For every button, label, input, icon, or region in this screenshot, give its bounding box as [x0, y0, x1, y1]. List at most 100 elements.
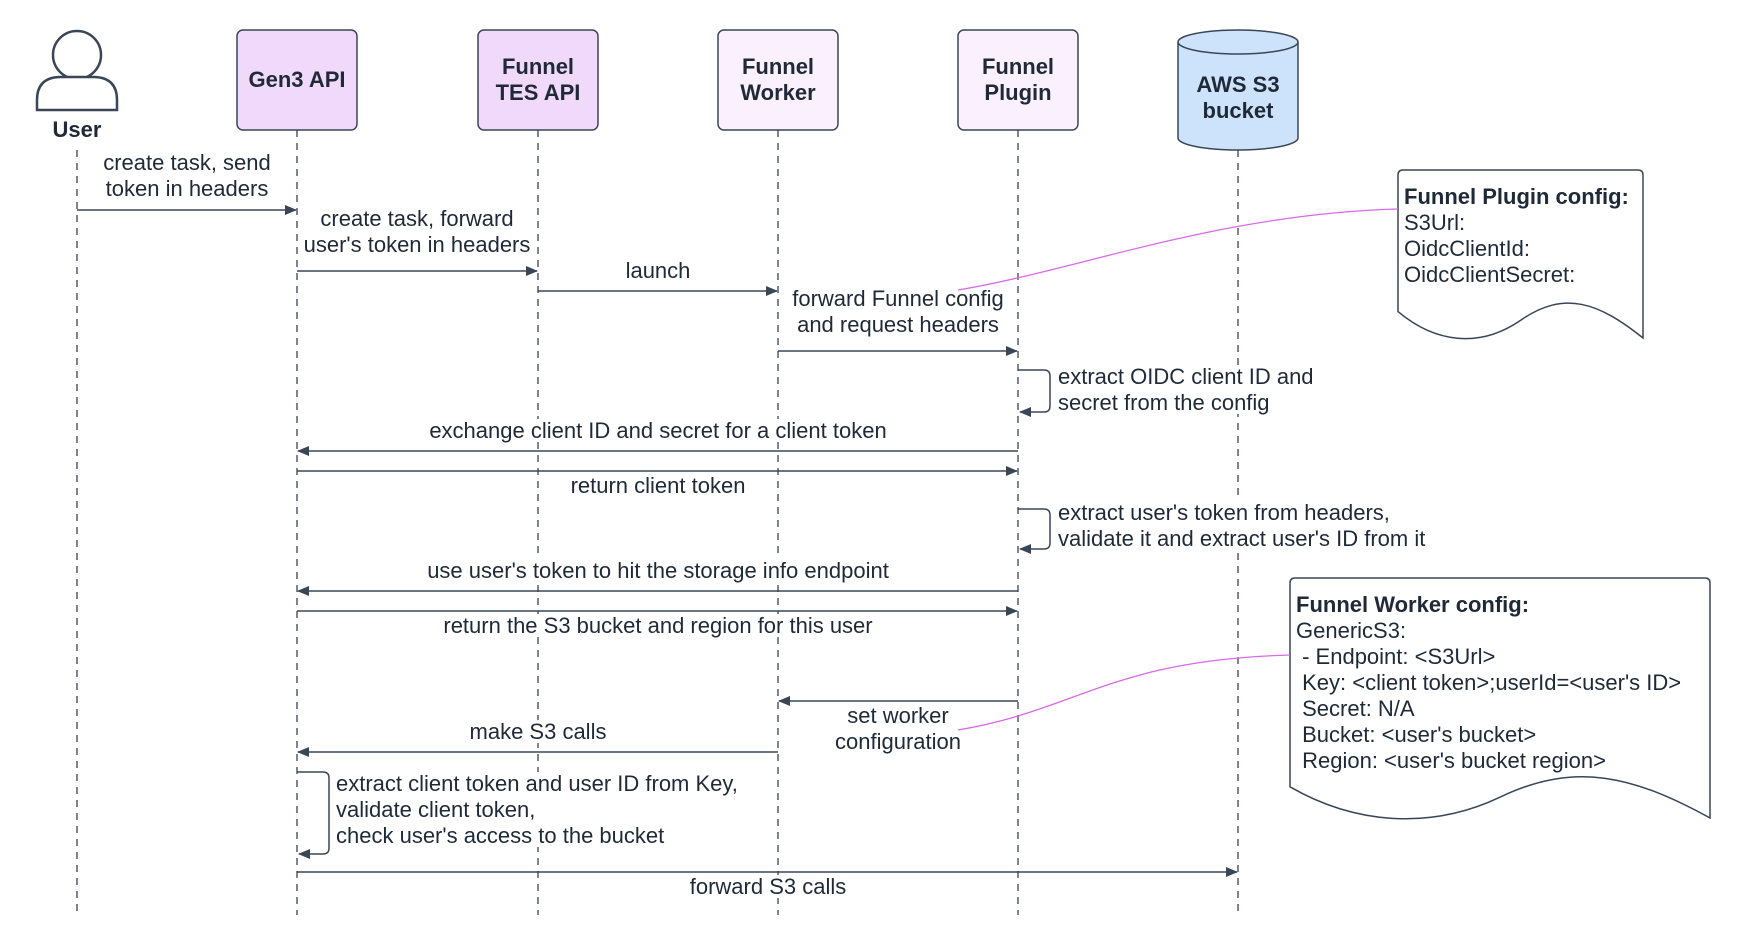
- message-label-line: and request headers: [797, 312, 999, 337]
- participant-user: User: [35, 29, 119, 142]
- note-shape: [1397, 169, 1644, 340]
- message-label: extract client token and user ID from Ke…: [336, 771, 738, 848]
- note-connector: [957, 208, 1399, 291]
- note-title-line: Funnel Worker config:: [1296, 592, 1529, 617]
- message-label: return client token: [571, 473, 746, 498]
- label-background: [467, 720, 609, 743]
- message: extract user's token from headers,valida…: [1018, 500, 1428, 554]
- self-message-arrow: [1018, 508, 1051, 554]
- participant-label-line: Plugin: [984, 80, 1051, 105]
- message-label: return the S3 bucket and region for this…: [443, 613, 872, 638]
- message-label-line: create task, send: [103, 150, 271, 175]
- participant-label-line: TES API: [496, 80, 581, 105]
- label-background: [334, 772, 740, 847]
- note-body-line: Region: <user's bucket region>: [1296, 748, 1606, 773]
- participant-label: Gen3 API: [249, 67, 346, 92]
- participant-label-line: Funnel: [502, 54, 574, 79]
- label-background: [441, 614, 875, 637]
- label-background: [301, 207, 533, 256]
- note-body-line: OidcClientSecret:: [1404, 262, 1575, 287]
- message-label-line: create task, forward: [320, 206, 513, 231]
- participant-gen3: Gen3 API: [236, 29, 358, 131]
- note-body: S3Url:OidcClientId:OidcClientSecret:: [1404, 210, 1575, 287]
- message-label-line: make S3 calls: [470, 719, 607, 744]
- message: make S3 calls: [297, 719, 778, 757]
- message-label: exchange client ID and secret for a clie…: [429, 418, 886, 443]
- participant-label-line: Funnel: [982, 54, 1054, 79]
- message-label: use user's token to hit the storage info…: [427, 558, 889, 583]
- message-label-line: extract OIDC client ID and: [1058, 364, 1314, 389]
- message: extract client token and user ID from Ke…: [297, 771, 740, 859]
- note-body: GenericS3: - Endpoint: <S3Url> Key: <cli…: [1296, 618, 1681, 773]
- message-label-line: launch: [626, 258, 691, 283]
- note-shape: [1289, 577, 1711, 820]
- note-body-line: Key: <client token>;userId=<user's ID>: [1296, 670, 1681, 695]
- note-plugin-config: Funnel Plugin config:S3Url:OidcClientId:…: [1397, 169, 1644, 340]
- message-label-line: set worker: [847, 703, 948, 728]
- note-body-line: Bucket: <user's bucket>: [1296, 722, 1536, 747]
- label-background: [790, 287, 1006, 336]
- message-label-line: return the S3 bucket and region for this…: [443, 613, 872, 638]
- message: use user's token to hit the storage info…: [297, 558, 1018, 596]
- message-label: make S3 calls: [470, 719, 607, 744]
- label-background: [1056, 365, 1316, 414]
- message: launch: [538, 258, 778, 296]
- label-background: [833, 704, 963, 753]
- message-label-line: extract user's token from headers,: [1058, 500, 1390, 525]
- message-label-line: return client token: [571, 473, 746, 498]
- message-label: forward S3 calls: [690, 874, 847, 899]
- message-label-line: secret from the config: [1058, 390, 1270, 415]
- self-message-arrow: [1018, 369, 1051, 417]
- message-label-line: forward S3 calls: [690, 874, 847, 899]
- message-label-line: forward Funnel config: [792, 286, 1004, 311]
- message: exchange client ID and secret for a clie…: [297, 418, 1018, 456]
- self-message-arrow: [297, 771, 330, 859]
- message: return the S3 bucket and region for this…: [297, 606, 1018, 638]
- participant-label-line: AWS S3: [1196, 72, 1279, 97]
- message-label-line: extract client token and user ID from Ke…: [336, 771, 738, 796]
- note-title-line: Funnel Plugin config:: [1404, 184, 1629, 209]
- participant-label-line: Funnel: [742, 54, 814, 79]
- message-label-line: use user's token to hit the storage info…: [427, 558, 889, 583]
- label-background: [425, 559, 891, 582]
- message-label: launch: [626, 258, 691, 283]
- note-body-line: S3Url:: [1404, 210, 1465, 235]
- message-label-line: user's token in headers: [304, 232, 531, 257]
- label-background: [101, 151, 273, 200]
- message-label-line: check user's access to the bucket: [336, 823, 664, 848]
- participant-label-line: bucket: [1203, 98, 1275, 123]
- participant-label: User: [53, 117, 102, 142]
- note-body-line: OidcClientId:: [1404, 236, 1530, 261]
- note-worker-config: Funnel Worker config:GenericS3: - Endpoi…: [1289, 577, 1711, 820]
- note-body-line: - Endpoint: <S3Url>: [1296, 644, 1495, 669]
- participant-label-line: Gen3 API: [249, 67, 346, 92]
- message-label-line: configuration: [835, 729, 961, 754]
- message-label-line: exchange client ID and secret for a clie…: [429, 418, 886, 443]
- message: return client token: [297, 466, 1018, 498]
- participant-label-line: Worker: [740, 80, 816, 105]
- message-label-line: token in headers: [106, 176, 269, 201]
- note-title: Funnel Plugin config:: [1404, 184, 1629, 209]
- label-background: [687, 875, 849, 898]
- message-label: extract user's token from headers,valida…: [1058, 500, 1425, 551]
- label-background: [1056, 501, 1428, 550]
- note-connector: [957, 654, 1291, 731]
- note-title: Funnel Worker config:: [1296, 592, 1529, 617]
- participant-label-line: User: [53, 117, 102, 142]
- message: forward S3 calls: [297, 867, 1238, 899]
- message-label-line: validate client token,: [336, 797, 535, 822]
